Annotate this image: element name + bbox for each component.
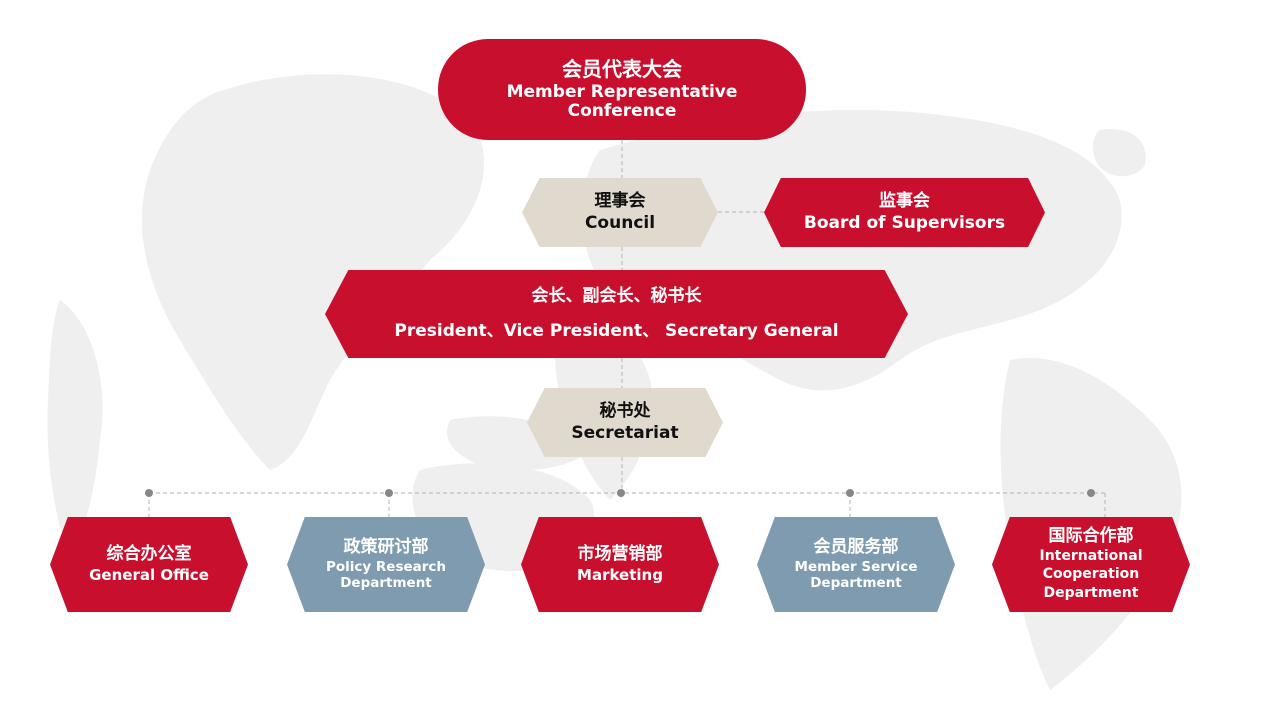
junction-dot-d5 [1087,489,1095,497]
secretariat-label-en: Secretariat [571,422,679,443]
node-secretariat: 秘书处 Secretariat [527,388,723,457]
dept-label-en: General Office [89,566,209,585]
conference-label-zh: 会员代表大会 [562,56,682,81]
node-member-representative-conference: 会员代表大会 Member Representative Conference [438,39,806,140]
node-member-service-department: 会员服务部 Member Service Department [757,517,955,612]
junction-dot-d2 [385,489,393,497]
dept-label-zh: 市场营销部 [577,544,663,565]
node-general-office: 综合办公室 General Office [50,517,248,612]
dept-label-en-line3: Department [1043,584,1139,601]
junction-dot-d3 [617,489,625,497]
junction-dot-d1 [145,489,153,497]
conference-label-en-line1: Member Representative [506,82,738,103]
dept-label-en-line1: Member Service [794,559,918,576]
supervisors-label-zh: 监事会 [879,190,930,211]
dept-label-en-line2: Department [810,574,902,591]
node-international-cooperation-department: 国际合作部 International Cooperation Departme… [992,517,1190,612]
leadership-label-zh: 会长、副会长、秘书长 [531,285,702,306]
node-board-of-supervisors: 监事会 Board of Supervisors [764,178,1045,247]
dept-label-en-line1: Policy Research [325,559,447,576]
council-label-en: Council [584,212,656,233]
dept-label-en-line2: Cooperation [1042,566,1140,583]
dept-label-zh: 国际合作部 [1048,526,1134,547]
node-council: 理事会 Council [522,178,718,247]
dept-label-en: Marketing [577,566,663,585]
node-leadership: 会长、副会长、秘书长 President、Vice President、 Sec… [325,270,908,358]
dept-label-zh: 政策研讨部 [343,537,429,558]
conference-label-en-line2: Conference [567,101,677,122]
secretariat-label-zh: 秘书处 [599,401,651,422]
dept-label-en-line2: Department [340,574,432,591]
dept-label-en: Member Service Department [795,560,918,590]
dept-label-zh: 综合办公室 [106,544,192,565]
conference-label-en: Member Representative Conference [507,83,738,121]
supervisors-label-en: Board of Supervisors [803,213,1006,233]
council-label-zh: 理事会 [594,191,646,212]
dept-label-en: Policy Research Department [326,560,446,590]
leadership-label-en: President、Vice President、 Secretary Gene… [394,321,839,341]
dept-label-en-line1: International [1039,548,1143,565]
junction-dot-d4 [846,489,854,497]
node-policy-research-department: 政策研讨部 Policy Research Department [287,517,485,612]
dept-label-en: International Cooperation Department [1039,547,1142,602]
dept-label-zh: 会员服务部 [813,537,899,558]
node-marketing: 市场营销部 Marketing [521,517,719,612]
